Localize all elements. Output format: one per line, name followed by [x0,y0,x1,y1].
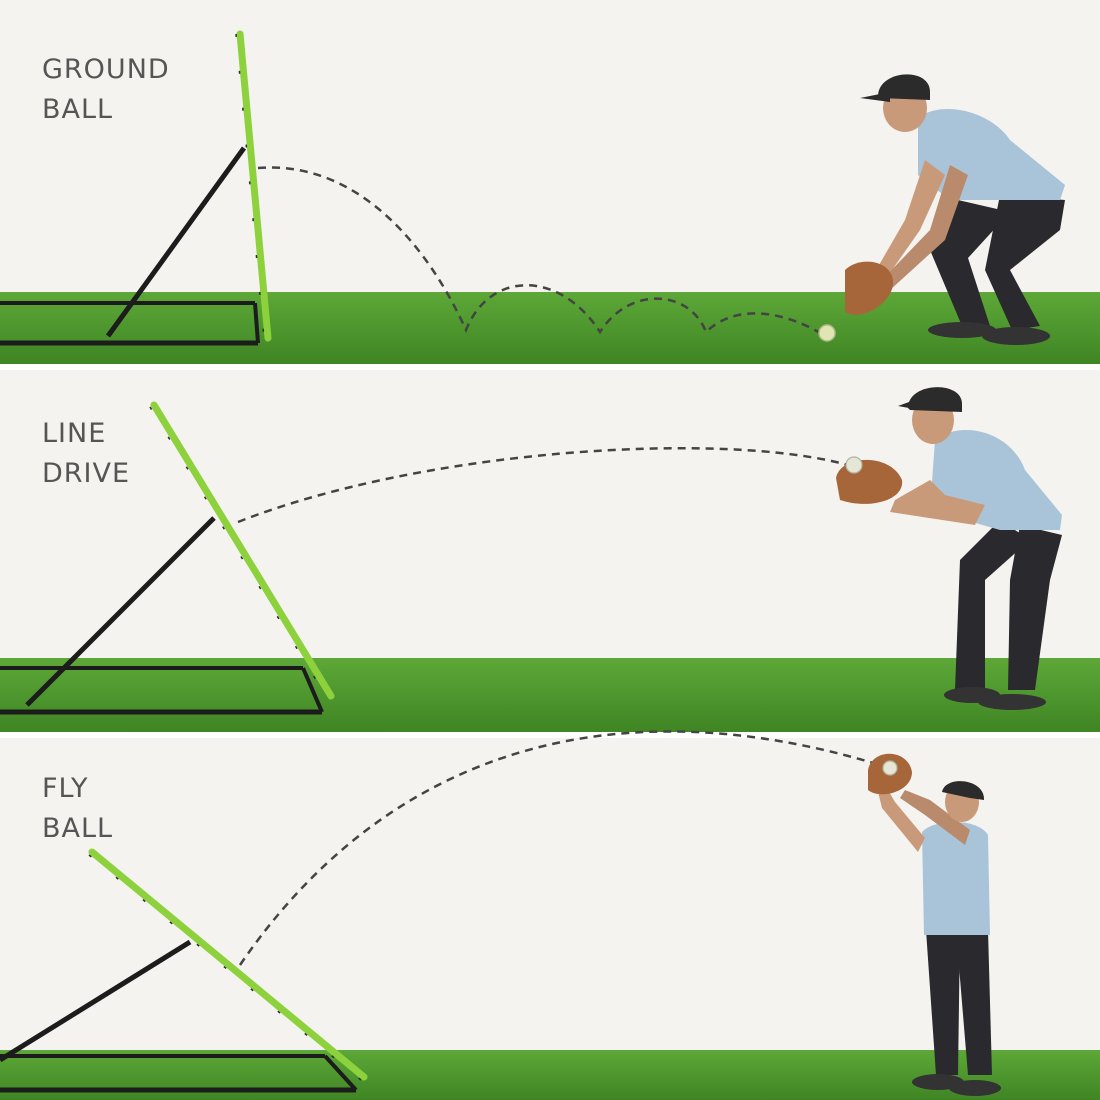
label-ground-ball: GROUND BALL [42,50,170,130]
panel-ground-ball [0,0,1100,364]
rebounder-net-icon [0,401,335,715]
panel-divider [0,364,1100,370]
grass-field [0,658,1100,732]
rebounder-net-icon [0,30,272,346]
baseball-icon [818,324,836,342]
label-line-2: BALL [42,94,114,125]
label-line-1: FLY [42,773,89,804]
panel-fly-ball [0,730,1100,1100]
fielder-figure-icon [845,74,1065,345]
ball-trajectory-icon [257,166,823,336]
baseball-glove-icon [845,261,894,315]
rebounder-net-icon [0,848,368,1093]
fielder-figure-icon [836,387,1062,710]
panel-divider [0,732,1100,738]
label-line-drive: LINE DRIVE [42,414,130,494]
wall-backdrop [0,0,1100,292]
label-fly-ball: FLY BALL [42,769,113,849]
fielder-figure-icon [868,753,1001,1096]
wall-backdrop [0,738,1100,1050]
label-line-1: GROUND [42,54,170,85]
label-line-1: LINE [42,418,107,449]
panel-line-drive [0,370,1100,732]
ball-trajectory-icon [237,446,849,524]
label-line-2: DRIVE [42,458,131,489]
ball-trajectory-icon [238,730,881,966]
label-line-2: BALL [42,813,114,844]
